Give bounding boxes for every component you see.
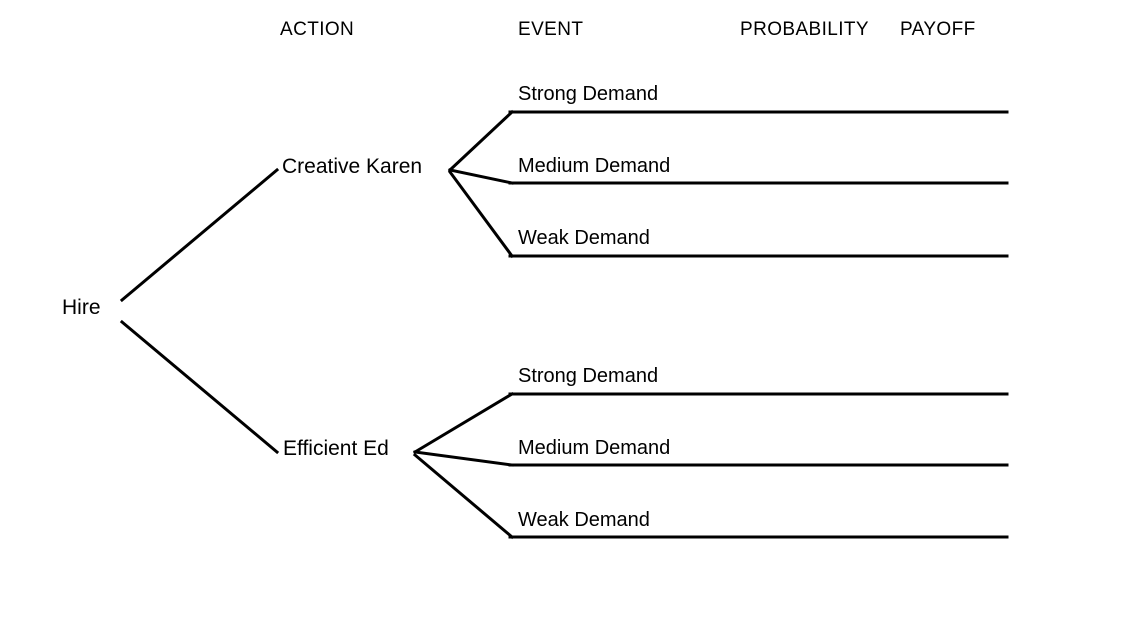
edge-creative-karen-to-medium-demand	[448, 168, 514, 185]
column-header-action: ACTION	[280, 19, 355, 40]
edge-efficient-ed-to-weak-demand	[412, 452, 515, 540]
edge-creative-karen-to-weak-demand	[447, 169, 515, 259]
action-node-efficient-ed[interactable]: Efficient Ed	[283, 437, 389, 460]
action-node-creative-karen[interactable]: Creative Karen	[282, 155, 423, 178]
edge-hire-to-efficient-ed	[119, 319, 280, 455]
event-label-efficient-ed-strong-demand[interactable]: Strong Demand	[518, 365, 659, 387]
column-header-event: EVENT	[518, 19, 584, 40]
edge-hire-to-creative-karen	[119, 167, 280, 303]
root-node-hire[interactable]: Hire	[62, 296, 101, 319]
event-label-efficient-ed-medium-demand[interactable]: Medium Demand	[518, 437, 671, 459]
event-label-efficient-ed-weak-demand[interactable]: Weak Demand	[518, 509, 650, 531]
column-header-payoff: PAYOFF	[900, 19, 976, 40]
edge-efficient-ed-to-strong-demand	[412, 391, 515, 455]
event-label-creative-karen-weak-demand[interactable]: Weak Demand	[518, 227, 650, 249]
edge-creative-karen-to-strong-demand	[447, 109, 515, 173]
column-header-probability: PROBABILITY	[740, 19, 869, 40]
edge-efficient-ed-to-medium-demand	[413, 450, 514, 467]
event-label-creative-karen-strong-demand[interactable]: Strong Demand	[518, 83, 659, 105]
event-label-creative-karen-medium-demand[interactable]: Medium Demand	[518, 155, 671, 177]
